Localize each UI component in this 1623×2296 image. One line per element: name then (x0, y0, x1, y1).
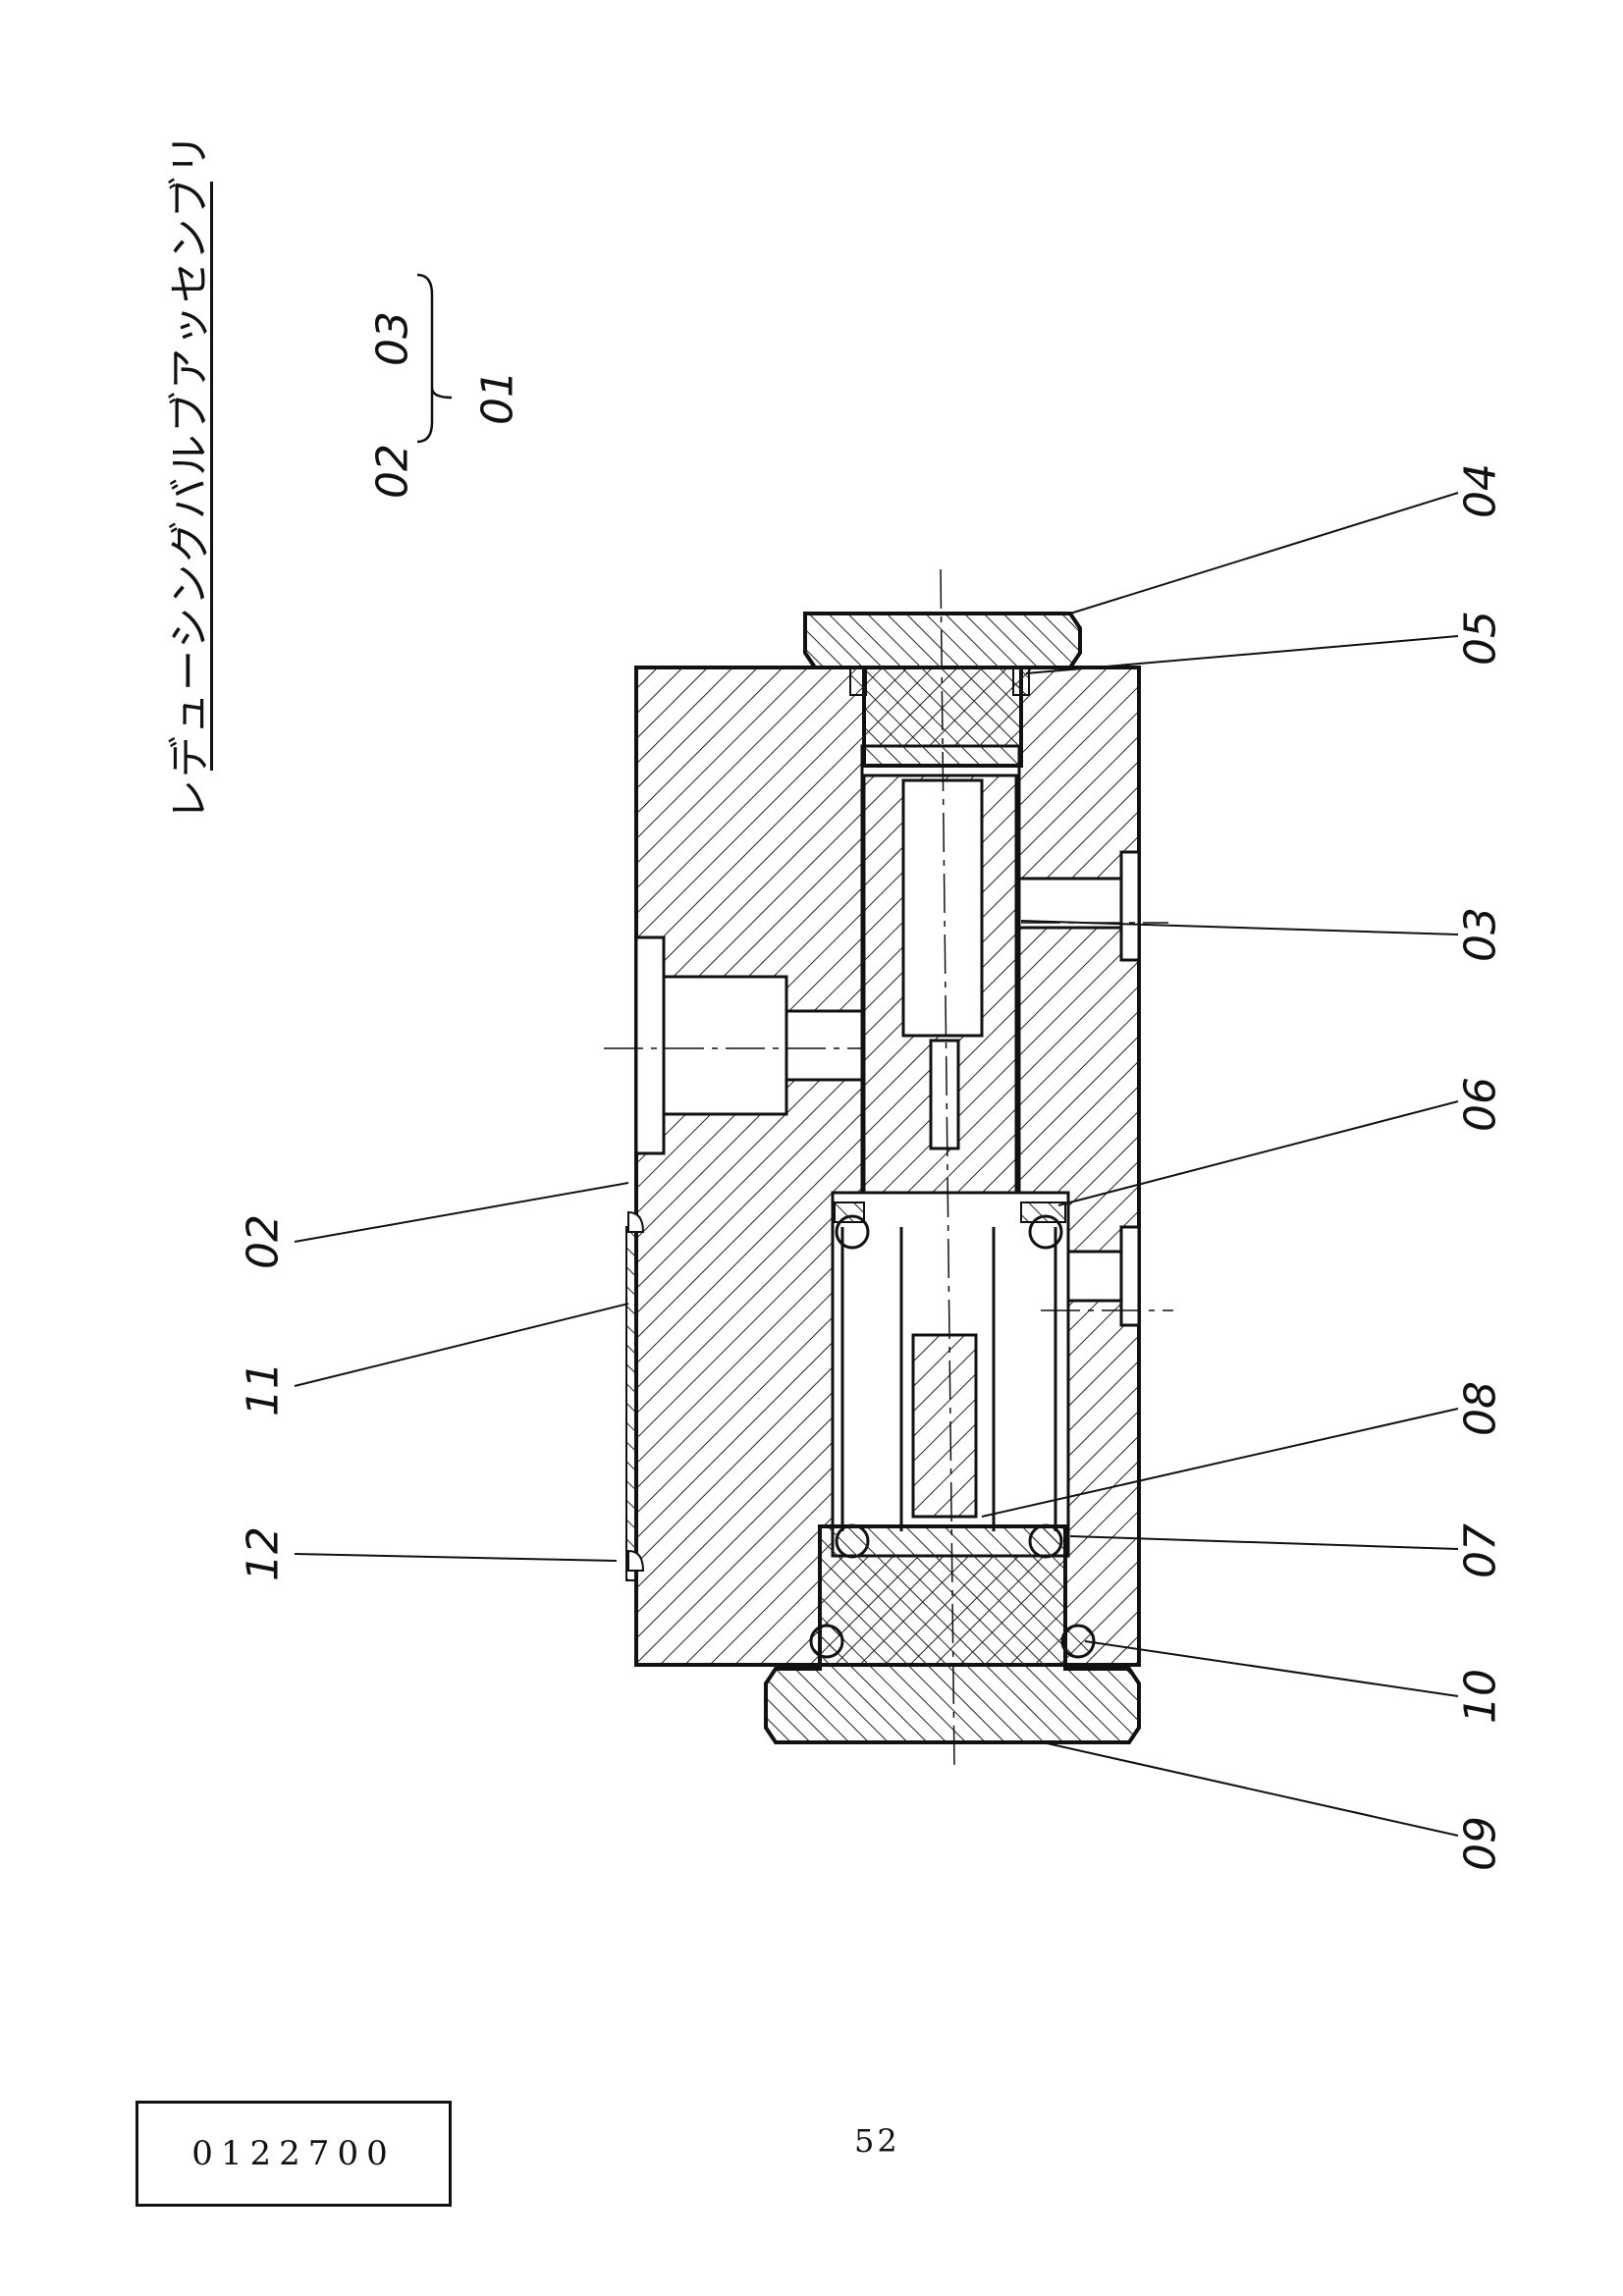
seal-05 (849, 667, 1030, 696)
document-code-box: 0122700 (135, 2101, 452, 2207)
page-title: レデューシングバルブアッセンブリ (165, 132, 214, 821)
group-brace (416, 273, 453, 444)
page-number: 52 (854, 2122, 900, 2160)
title-underline (210, 182, 213, 771)
callout-06: 06 (1455, 1077, 1506, 1132)
callout-07: 07 (1455, 1523, 1506, 1578)
callout-10: 10 (1455, 1669, 1506, 1724)
spring-chamber (831, 1191, 1070, 1559)
nameplate-11 (625, 1210, 645, 1581)
callout-12: 12 (238, 1526, 289, 1581)
callout-04: 04 (1455, 463, 1506, 518)
group-part-03: 03 (367, 311, 418, 366)
center-lines (604, 568, 1173, 1768)
callout-05: 05 (1455, 611, 1506, 666)
callout-02: 02 (238, 1214, 289, 1269)
group-part-02: 02 (367, 444, 418, 499)
leader-lines (294, 492, 1459, 1837)
callout-08: 08 (1455, 1381, 1506, 1436)
plug-04 (803, 612, 1082, 768)
callout-03: 03 (1455, 907, 1506, 962)
group-parent-01: 01 (472, 370, 523, 425)
callout-11: 11 (238, 1362, 289, 1416)
spool (862, 774, 1018, 1263)
callout-09: 09 (1455, 1816, 1506, 1871)
document-code: 0122700 (191, 2134, 396, 2173)
